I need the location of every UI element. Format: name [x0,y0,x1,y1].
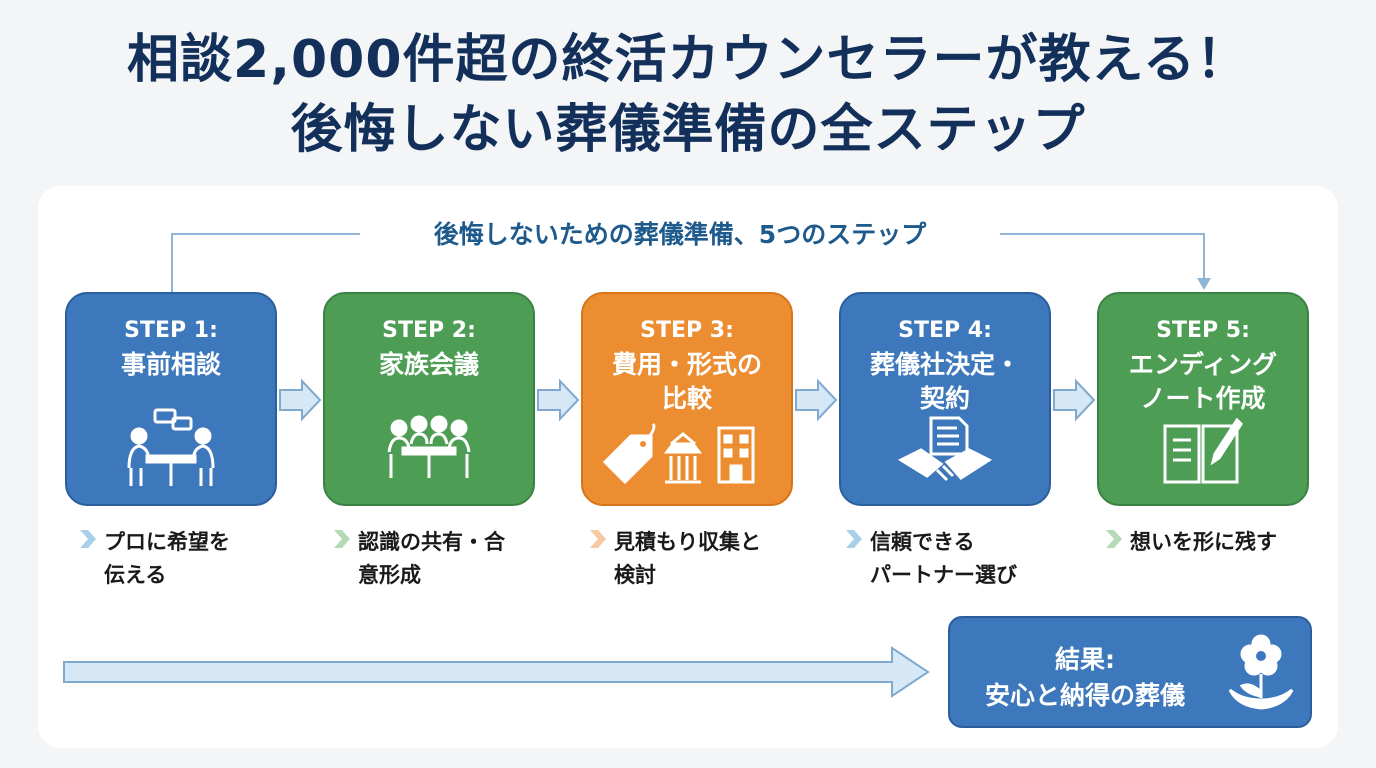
chevron-right-icon [846,530,862,548]
step-description-5: 想いを形に残す [1106,526,1320,559]
description-text: 認識の共有・合 意形成 [358,530,505,587]
step-description-2: 認識の共有・合 意形成 [334,526,548,592]
chevron-right-icon [1106,530,1122,548]
price-tag-temple-building-icon [583,422,791,488]
step-name: 事前相談 [120,350,221,379]
contract-handshake-icon [841,414,1049,490]
step-name: 費用・形式の 比較 [611,350,762,413]
step-description-1: プロに希望を 伝える [80,526,294,592]
step-number: STEP 1: [124,318,218,343]
flow-title: 後悔しないための葬儀準備、5つのステップ [360,218,1000,252]
chevron-right-icon [590,530,606,548]
description-text: プロに希望を 伝える [104,530,230,587]
step-card-3: STEP 3: 費用・形式の 比較 [581,292,793,506]
description-text: 想いを形に残す [1130,530,1277,554]
flower-hand-icon [1226,634,1296,718]
step-name: エンディング ノート作成 [1128,350,1278,413]
description-text: 見積もり収集と 検討 [614,530,761,587]
step-description-3: 見積もり収集と 検討 [590,526,804,592]
result-label: 結果: [1055,645,1115,674]
chevron-right-icon [80,530,96,548]
result-text: 安心と納得の葬儀 [984,681,1185,710]
step-name: 葬儀社決定・ 契約 [869,350,1020,413]
step-card-5: STEP 5: エンディング ノート作成 [1097,292,1309,506]
step-card-2: STEP 2: 家族会議 [323,292,535,506]
step-description-4: 信頼できる パートナー選び [846,526,1060,592]
main-title-line1: 相談2,000件超の終活カウンセラーが教える！ [127,30,1249,90]
step-number: STEP 5: [1156,318,1250,343]
notebook-pen-icon [1099,418,1307,488]
chevron-right-icon [334,530,350,548]
description-text: 信頼できる パートナー選び [870,530,1017,587]
consultation-meeting-icon [67,406,275,492]
step-number: STEP 3: [640,318,734,343]
main-title-line2: 後悔しない葬儀準備の全ステップ [290,100,1086,160]
step-card-4: STEP 4: 葬儀社決定・ 契約 [839,292,1051,506]
family-meeting-icon [325,412,533,484]
step-number: STEP 4: [898,318,992,343]
step-name: 家族会議 [378,350,479,379]
result-box: 結果: 安心と納得の葬儀 [948,616,1312,728]
step-number: STEP 2: [382,318,476,343]
step-card-1: STEP 1: 事前相談 [65,292,277,506]
